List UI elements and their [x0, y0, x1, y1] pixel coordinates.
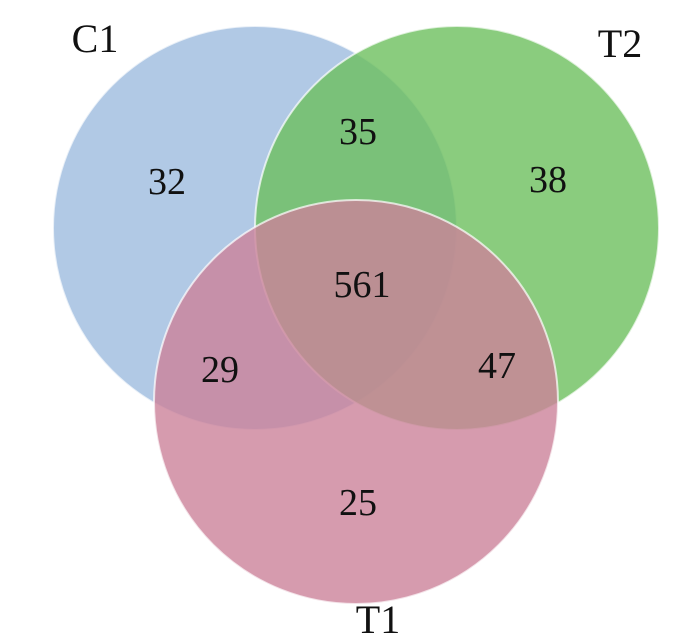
count-t1-only: 25 [339, 482, 377, 524]
set-circle-t1 [153, 199, 559, 605]
count-t2-only: 38 [529, 159, 567, 201]
set-label-c1: C1 [72, 16, 119, 61]
count-c1-t2: 35 [339, 111, 377, 153]
set-label-t1: T1 [356, 597, 400, 642]
count-c1-only: 32 [148, 161, 186, 203]
count-c1-t2-t1: 561 [334, 264, 391, 306]
count-t2-t1: 47 [478, 345, 516, 387]
count-c1-t1: 29 [201, 349, 239, 391]
set-label-t2: T2 [598, 21, 642, 66]
